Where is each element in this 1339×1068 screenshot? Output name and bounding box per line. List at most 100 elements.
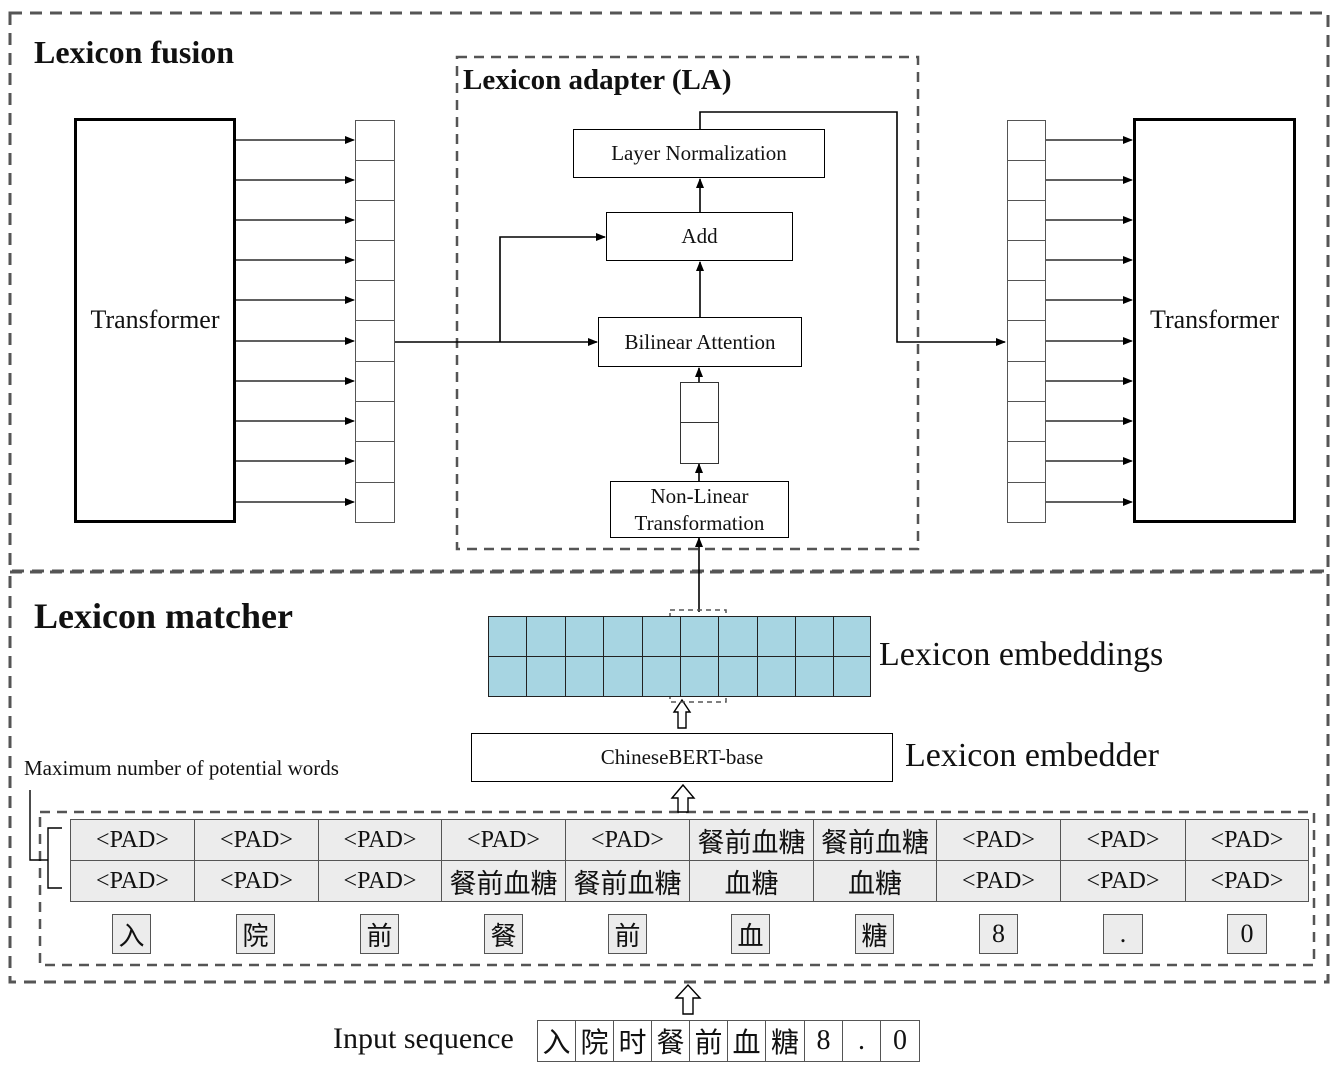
chinesebert-box: ChineseBERT-base (471, 733, 893, 782)
embedding-cell (795, 656, 834, 697)
embedding-cell (833, 656, 871, 697)
vector-cell (680, 422, 719, 464)
word-cell: <PAD> (936, 819, 1061, 861)
word-cell: <PAD> (441, 819, 566, 861)
embedding-cell (642, 616, 681, 657)
input-sequence-label: Input sequence (333, 1022, 514, 1055)
input-char: 血 (727, 1020, 766, 1062)
word-cell: <PAD> (194, 819, 319, 861)
embedding-cell (603, 656, 643, 697)
vector-cell (355, 280, 395, 321)
word-grid-frame (38, 810, 1316, 967)
hollow-arrow-bert (670, 783, 696, 813)
layer-normalization-box: Layer Normalization (573, 129, 825, 178)
add-box: Add (606, 212, 793, 261)
embedding-cell (526, 616, 566, 657)
embedding-cell (603, 616, 643, 657)
transformer-right: Transformer (1133, 118, 1296, 523)
vector-cell (355, 320, 395, 362)
word-cell: 餐前血糖 (441, 860, 566, 902)
hollow-arrow-input (674, 983, 702, 1015)
vector-cell (1007, 482, 1046, 523)
vector-cell (1007, 240, 1046, 281)
lexicon-embeddings-label: Lexicon embeddings (879, 636, 1164, 673)
word-cell: <PAD> (1060, 819, 1186, 861)
vector-cell (1007, 401, 1046, 442)
embedding-cell (526, 656, 566, 697)
embedding-cell (680, 616, 719, 657)
char-token: . (1103, 914, 1143, 954)
word-cell: <PAD> (70, 860, 195, 902)
input-char: . (842, 1020, 881, 1062)
input-char: 糖 (765, 1020, 805, 1062)
right-arrows (1046, 136, 1133, 506)
adapter-flow (395, 111, 1006, 612)
word-cell: <PAD> (70, 819, 195, 861)
lexicon-matcher-frame (8, 570, 1330, 984)
vector-cell (355, 200, 395, 241)
hollow-arrow-emb (672, 698, 692, 729)
word-cell: <PAD> (194, 860, 319, 902)
vector-cell (1007, 280, 1046, 321)
embedding-cell (757, 656, 796, 697)
max-words-label: Maximum number of potential words (24, 756, 339, 780)
embedding-cell (488, 616, 527, 657)
left-arrows (236, 136, 355, 506)
vector-cell (355, 160, 395, 201)
vector-cell (355, 240, 395, 281)
vector-cell (680, 382, 719, 423)
vector-cell (355, 401, 395, 442)
char-token: 前 (608, 914, 647, 954)
vector-cell (355, 482, 395, 523)
input-char: 前 (689, 1020, 728, 1062)
input-char: 0 (880, 1020, 920, 1062)
vector-cell (355, 361, 395, 402)
lexicon-adapter-frame (455, 55, 920, 551)
word-cell: <PAD> (1060, 860, 1186, 902)
vector-cell (355, 441, 395, 483)
input-char: 院 (575, 1020, 614, 1062)
word-cell: <PAD> (565, 819, 690, 861)
bilinear-attention-box: Bilinear Attention (598, 317, 802, 367)
word-cell: 血糖 (813, 860, 937, 902)
char-token: 餐 (484, 914, 523, 954)
non-linear-transformation-box: Non-Linear Transformation (610, 481, 789, 538)
char-token: 血 (731, 914, 770, 954)
word-cell: <PAD> (318, 860, 442, 902)
embedding-cell (795, 616, 834, 657)
vector-cell (1007, 160, 1046, 201)
embedding-cell (565, 616, 604, 657)
lexicon-fusion-title: Lexicon fusion (34, 34, 235, 70)
input-char: 入 (537, 1020, 576, 1062)
word-cell: <PAD> (1185, 819, 1309, 861)
vector-cell (1007, 320, 1046, 362)
embedding-cell (718, 616, 758, 657)
vector-cell (1007, 200, 1046, 241)
embedding-cell (565, 656, 604, 697)
lexicon-embedder-label: Lexicon embedder (905, 737, 1159, 774)
vector-cell (1007, 441, 1046, 483)
embedding-cell (680, 656, 719, 697)
embedding-cell (718, 656, 758, 697)
vector-cell (355, 120, 395, 161)
word-cell: 餐前血糖 (565, 860, 690, 902)
word-cell: <PAD> (1185, 860, 1309, 902)
max-words-bracket (29, 790, 62, 889)
embedding-cell (833, 616, 871, 657)
char-token: 8 (979, 914, 1018, 954)
input-char: 8 (804, 1020, 843, 1062)
arrow-norm-to-right (699, 111, 1006, 346)
arrow-residual-to-add (499, 233, 606, 342)
word-cell: 餐前血糖 (689, 819, 814, 861)
transformer-left: Transformer (74, 118, 236, 523)
input-char: 餐 (651, 1020, 690, 1062)
char-token: 前 (360, 914, 399, 954)
vector-cell (1007, 120, 1046, 161)
embedding-cell (642, 656, 681, 697)
embedding-cell (488, 656, 527, 697)
lexicon-matcher-title: Lexicon matcher (34, 596, 293, 636)
lexicon-adapter-title: Lexicon adapter (LA) (463, 64, 732, 96)
input-char: 时 (613, 1020, 652, 1062)
embedding-cell (757, 616, 796, 657)
